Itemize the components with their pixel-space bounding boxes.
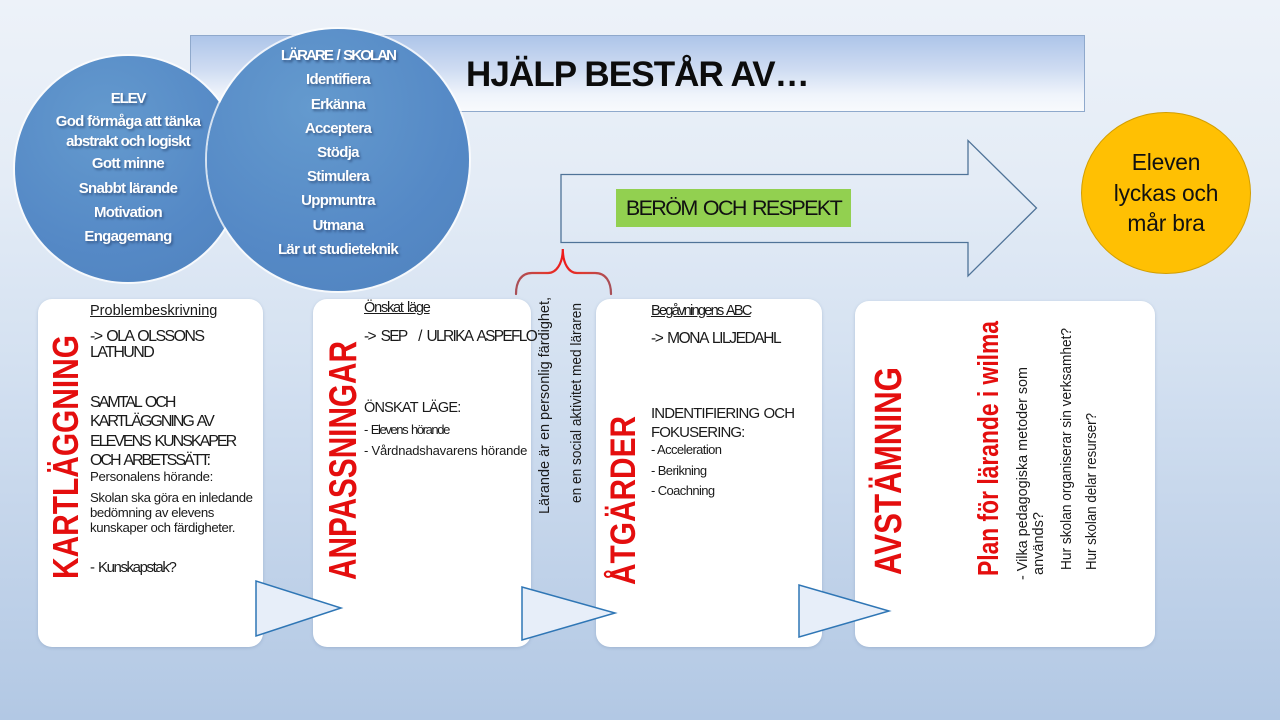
svg-text:KARTLÄGGNING: KARTLÄGGNING	[45, 335, 86, 579]
svg-text:ÅTGÄRDER: ÅTGÄRDER	[603, 416, 643, 585]
svg-text:Hur skolan organiserar sin ver: Hur skolan organiserar sin verksamhet?	[1059, 328, 1075, 570]
svg-text:Hur skolan delar resurser?: Hur skolan delar resurser?	[1084, 413, 1100, 570]
svg-text:Lärande är en personlig färdig: Lärande är en personlig färdighet,	[536, 297, 553, 514]
svg-text:en en social aktivitet med lär: en en social aktivitet med läraren	[568, 303, 585, 503]
svg-text:AVSTÄMNING: AVSTÄMNING	[867, 367, 910, 575]
svg-text:Plan för lärande i wilma: Plan för lärande i wilma	[973, 320, 1005, 576]
svg-text:ANPASSNINGAR: ANPASSNINGAR	[322, 341, 365, 580]
svg-text:används?: används?	[1031, 512, 1047, 575]
svg-text:- Vilka pedagogiska metoder so: - Vilka pedagogiska metoder som	[1015, 367, 1031, 580]
